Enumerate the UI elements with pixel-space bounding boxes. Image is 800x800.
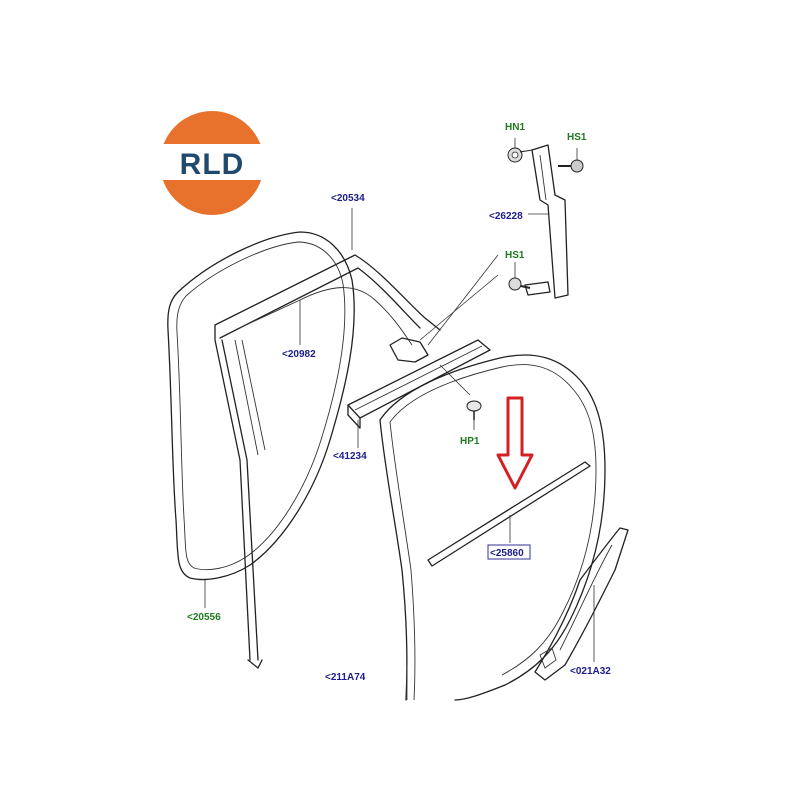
callout-25860-box bbox=[487, 544, 531, 560]
callout-211A74: <211A74 bbox=[325, 672, 366, 683]
callout-hp1: HP1 bbox=[460, 436, 480, 447]
callout-26228: <26228 bbox=[489, 211, 523, 222]
rear-door-seal bbox=[379, 354, 606, 701]
pillar-trim bbox=[534, 527, 629, 681]
callout-021A32: <021A32 bbox=[570, 666, 611, 677]
door-frame-channel bbox=[214, 208, 441, 669]
channel-bracket bbox=[389, 254, 499, 363]
upper-pillar-bracket bbox=[514, 138, 578, 299]
callout-hs1-top: HS1 bbox=[567, 132, 587, 143]
callout-41234: <41234 bbox=[333, 451, 367, 462]
rld-logo: RLD bbox=[158, 111, 266, 215]
callout-25860: <25860 bbox=[490, 548, 524, 559]
nut-hn1-icon bbox=[507, 147, 533, 163]
callout-hn1: HN1 bbox=[505, 122, 525, 133]
callout-20982: <20982 bbox=[282, 349, 316, 360]
belt-moulding bbox=[347, 339, 491, 448]
indicator-arrow-icon bbox=[496, 396, 534, 490]
callout-20556: <20556 bbox=[187, 612, 221, 623]
callout-20534: <20534 bbox=[331, 193, 365, 204]
callout-hs1-mid: HS1 bbox=[505, 250, 525, 261]
door-opening-seal bbox=[167, 231, 355, 608]
glass-run-strip bbox=[427, 461, 591, 567]
logo-band bbox=[158, 144, 266, 180]
screw-hs1-mid-icon bbox=[508, 277, 531, 291]
screw-hs1-top-icon bbox=[558, 159, 584, 173]
logo-text: RLD bbox=[180, 148, 245, 181]
clip-hp1-icon bbox=[466, 400, 482, 430]
